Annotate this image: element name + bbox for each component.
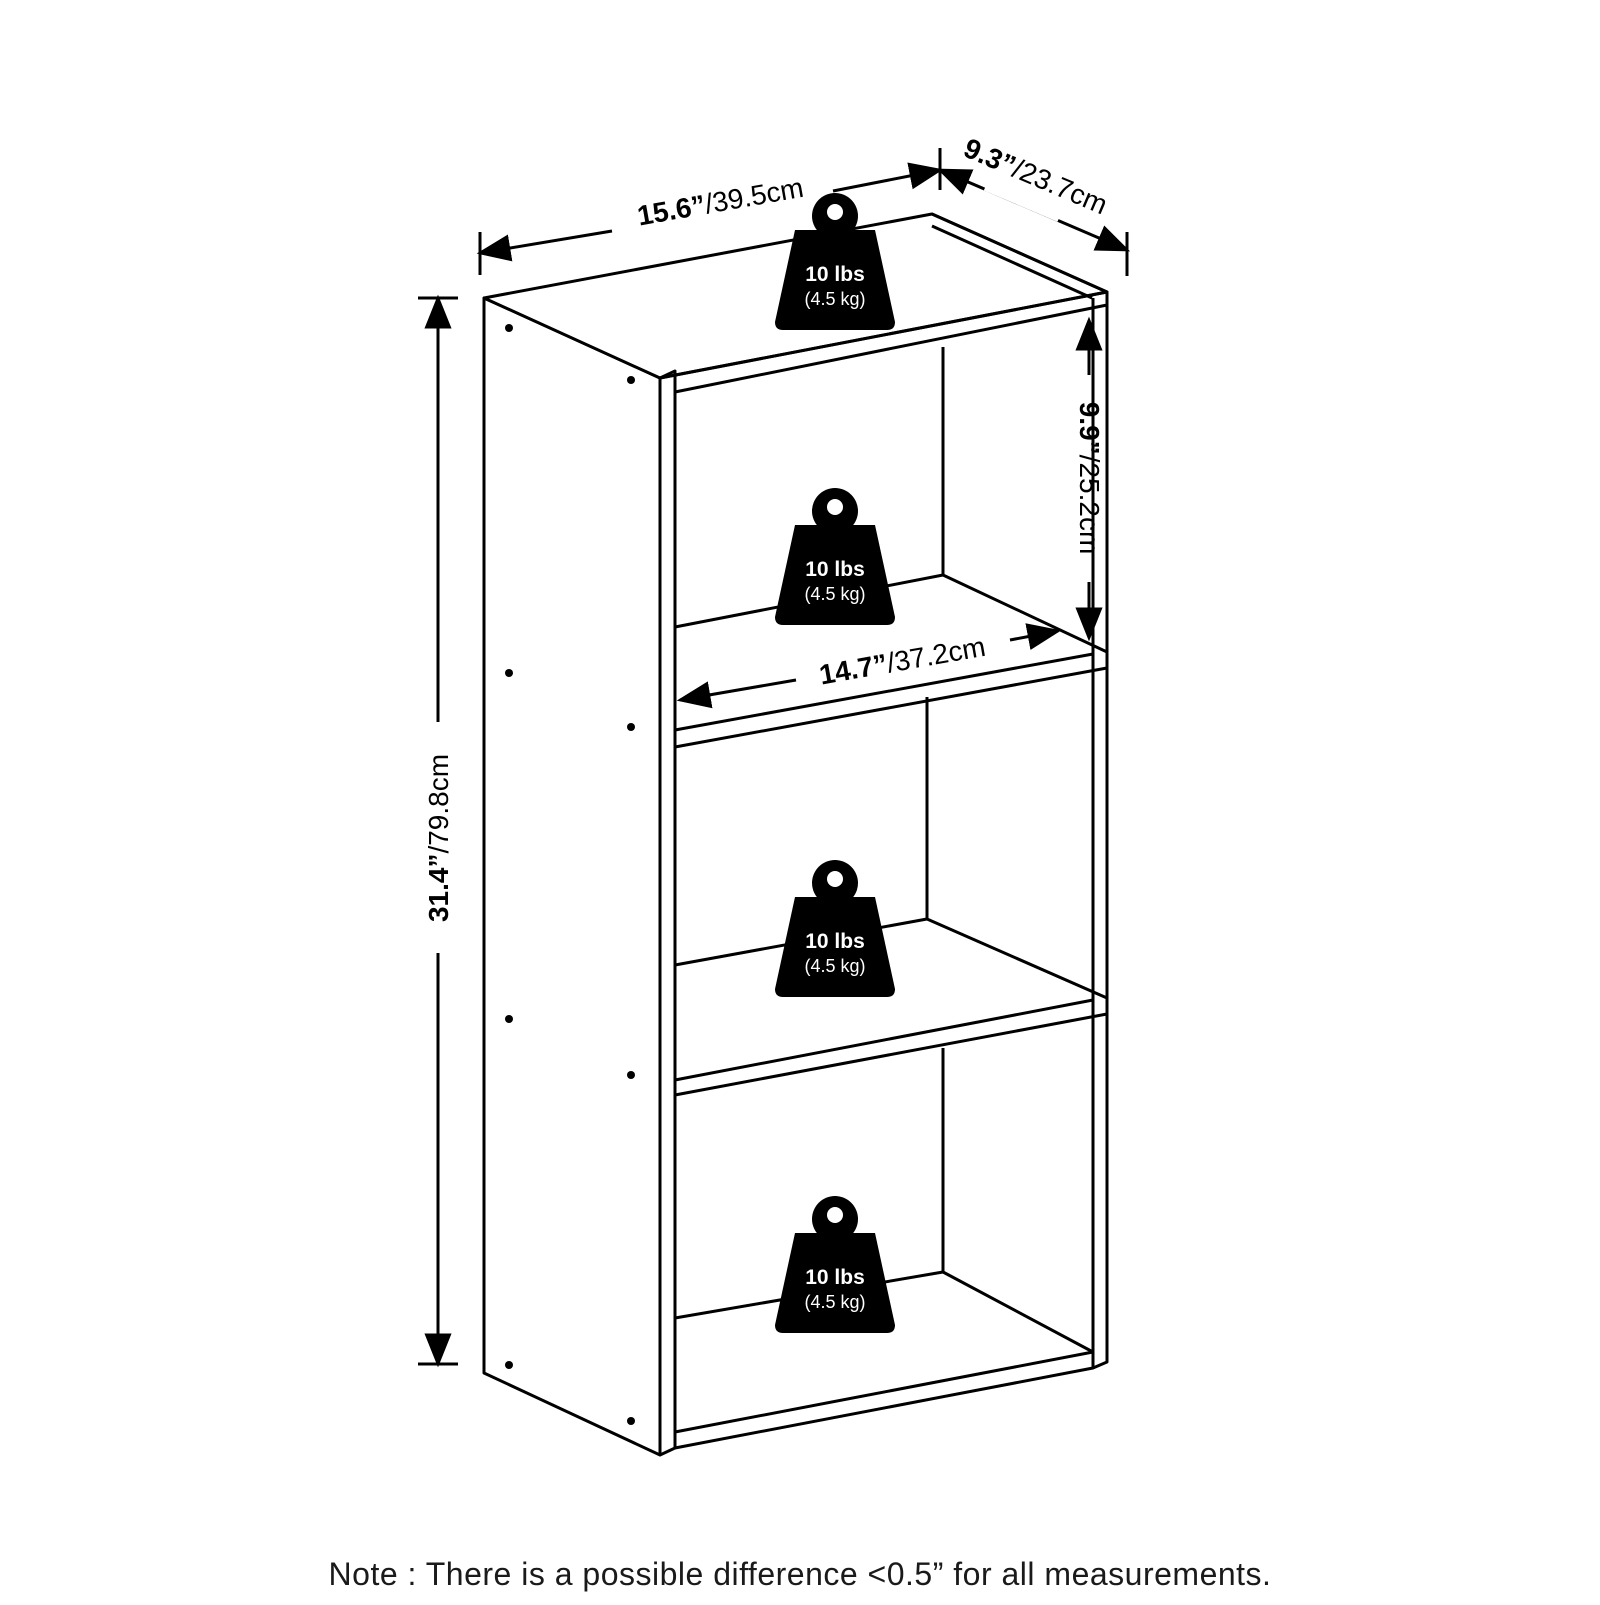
svg-text:14.7”/37.2cm: 14.7”/37.2cm bbox=[817, 631, 988, 691]
weight-kg: (4.5 kg) bbox=[804, 289, 865, 309]
shelf-width-imperial: 14.7” bbox=[817, 648, 890, 690]
weight-icon: 10 lbs (4.5 kg) bbox=[775, 488, 895, 625]
screw-hole bbox=[627, 376, 635, 384]
shelf-width-metric: /37.2cm bbox=[884, 631, 987, 679]
shelf-height-imperial: 9.9” bbox=[1074, 402, 1105, 455]
width-imperial: 15.6” bbox=[635, 189, 708, 231]
svg-text:31.4”/79.8cm: 31.4”/79.8cm bbox=[423, 754, 454, 922]
weight-kg: (4.5 kg) bbox=[804, 1292, 865, 1312]
weight-icon: 10 lbs (4.5 kg) bbox=[775, 1196, 895, 1333]
weight-lbs: 10 lbs bbox=[805, 1266, 865, 1289]
height-imperial: 31.4” bbox=[423, 854, 454, 923]
shelf-width-dimension: 14.7”/37.2cm bbox=[676, 623, 1062, 709]
bottom-panel bbox=[674, 1350, 1094, 1450]
height-metric: /79.8cm bbox=[423, 754, 454, 854]
bookcase bbox=[482, 212, 1109, 1457]
weight-icon: 10 lbs (4.5 kg) bbox=[775, 193, 895, 330]
screw-holes bbox=[505, 324, 635, 1425]
weight-lbs: 10 lbs bbox=[805, 558, 865, 581]
left-side-panel bbox=[482, 296, 662, 1457]
screw-hole bbox=[505, 1361, 513, 1369]
screw-hole bbox=[627, 1071, 635, 1079]
shelf-2 bbox=[673, 917, 1109, 1097]
svg-text:9.9”/25.2cm: 9.9”/25.2cm bbox=[1074, 402, 1105, 555]
screw-hole bbox=[627, 1417, 635, 1425]
height-dimension: 31.4”/79.8cm bbox=[418, 294, 458, 1368]
front-left-edge bbox=[659, 369, 677, 1457]
weight-kg: (4.5 kg) bbox=[804, 956, 865, 976]
screw-hole bbox=[505, 1015, 513, 1023]
shelf-height-dimension: 9.9”/25.2cm bbox=[1074, 316, 1105, 642]
svg-text:15.6”/39.5cm: 15.6”/39.5cm bbox=[635, 172, 806, 232]
weight-kg: (4.5 kg) bbox=[804, 584, 865, 604]
back-edges bbox=[925, 347, 945, 1272]
shelf-height-metric: /25.2cm bbox=[1074, 455, 1105, 555]
width-metric: /39.5cm bbox=[702, 172, 805, 220]
screw-hole bbox=[505, 669, 513, 677]
screw-hole bbox=[505, 324, 513, 332]
screw-hole bbox=[627, 723, 635, 731]
weight-lbs: 10 lbs bbox=[805, 930, 865, 953]
weight-icon: 10 lbs (4.5 kg) bbox=[775, 860, 895, 997]
measurement-note: Note : There is a possible difference <0… bbox=[328, 1556, 1272, 1592]
weight-lbs: 10 lbs bbox=[805, 263, 865, 286]
right-side-panel bbox=[1091, 292, 1109, 1370]
